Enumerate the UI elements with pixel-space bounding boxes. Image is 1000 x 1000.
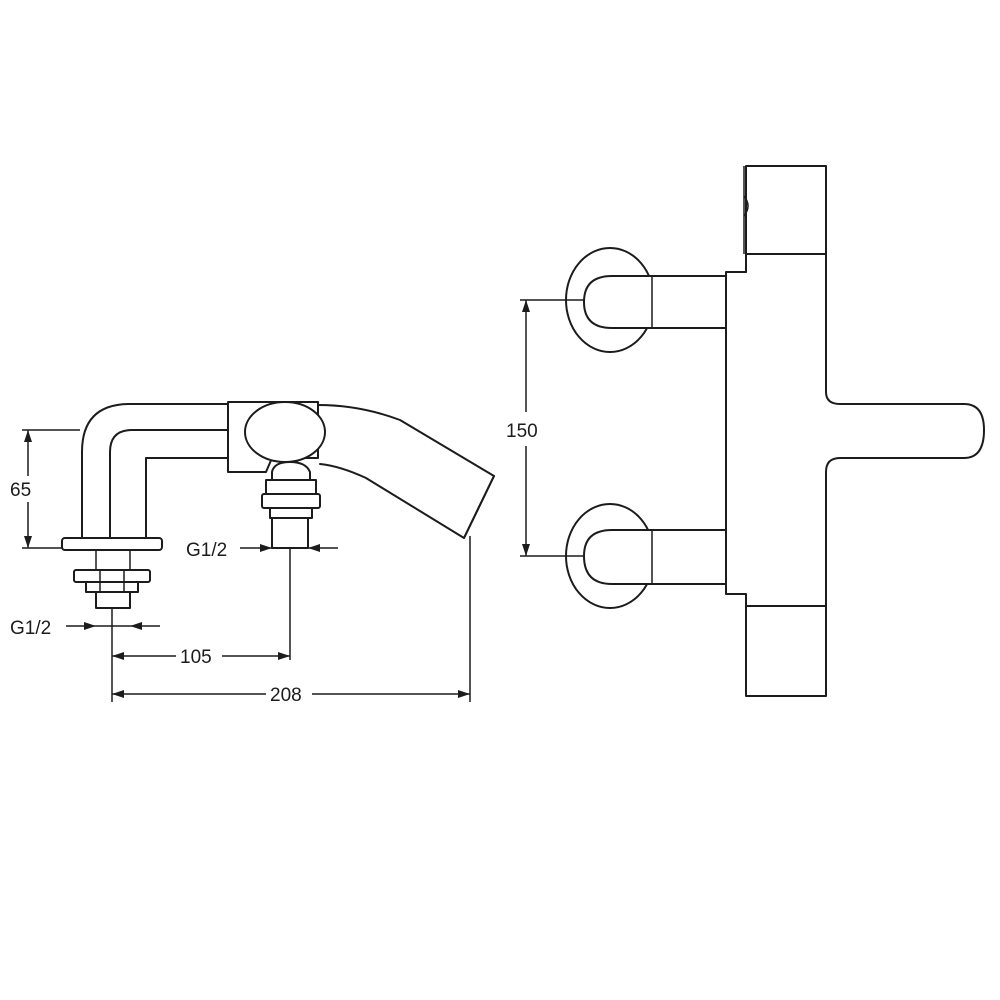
dim-105: 105: [112, 647, 290, 668]
right-connector-collar: [269, 507, 313, 519]
mixer-body: [725, 253, 985, 607]
dim-g12-left-label: G1/2: [10, 618, 51, 639]
right-connector-ring: [265, 479, 317, 495]
right-shank: [271, 517, 309, 549]
dim-150-label: 150: [506, 421, 538, 442]
dim-105-label: 105: [180, 647, 212, 668]
left-base-plate: [61, 537, 163, 551]
left-shank: [95, 591, 131, 609]
lower-wall-elbow: [565, 503, 727, 609]
dim-g12-right: G1/2: [186, 540, 338, 561]
left-nut: [73, 569, 151, 583]
dim-65-label: 65: [10, 480, 31, 501]
top-handle: [745, 165, 827, 255]
diverter-knob: [244, 401, 326, 463]
dim-g12-left: G1/2: [10, 618, 160, 639]
right-connector-cap: [271, 461, 311, 481]
spout-pillar: [81, 403, 229, 539]
dim-208-label: 208: [270, 685, 302, 706]
dim-208: 208: [112, 685, 470, 706]
upper-wall-elbow: [565, 247, 727, 353]
right-connector-nut: [261, 493, 321, 509]
dim-150: 150: [506, 299, 584, 557]
deck-spout-side-view: 65 G1/2 G1/2 105: [10, 401, 495, 706]
bottom-handle: [745, 605, 827, 697]
dim-g12-right-label: G1/2: [186, 540, 227, 561]
wall-mixer-top-view: 150: [506, 165, 985, 697]
outlet-spout: [317, 404, 495, 539]
spout-pillar-inner: [145, 457, 229, 539]
dim-65: 65: [10, 429, 80, 549]
left-nut-lower: [85, 581, 139, 593]
